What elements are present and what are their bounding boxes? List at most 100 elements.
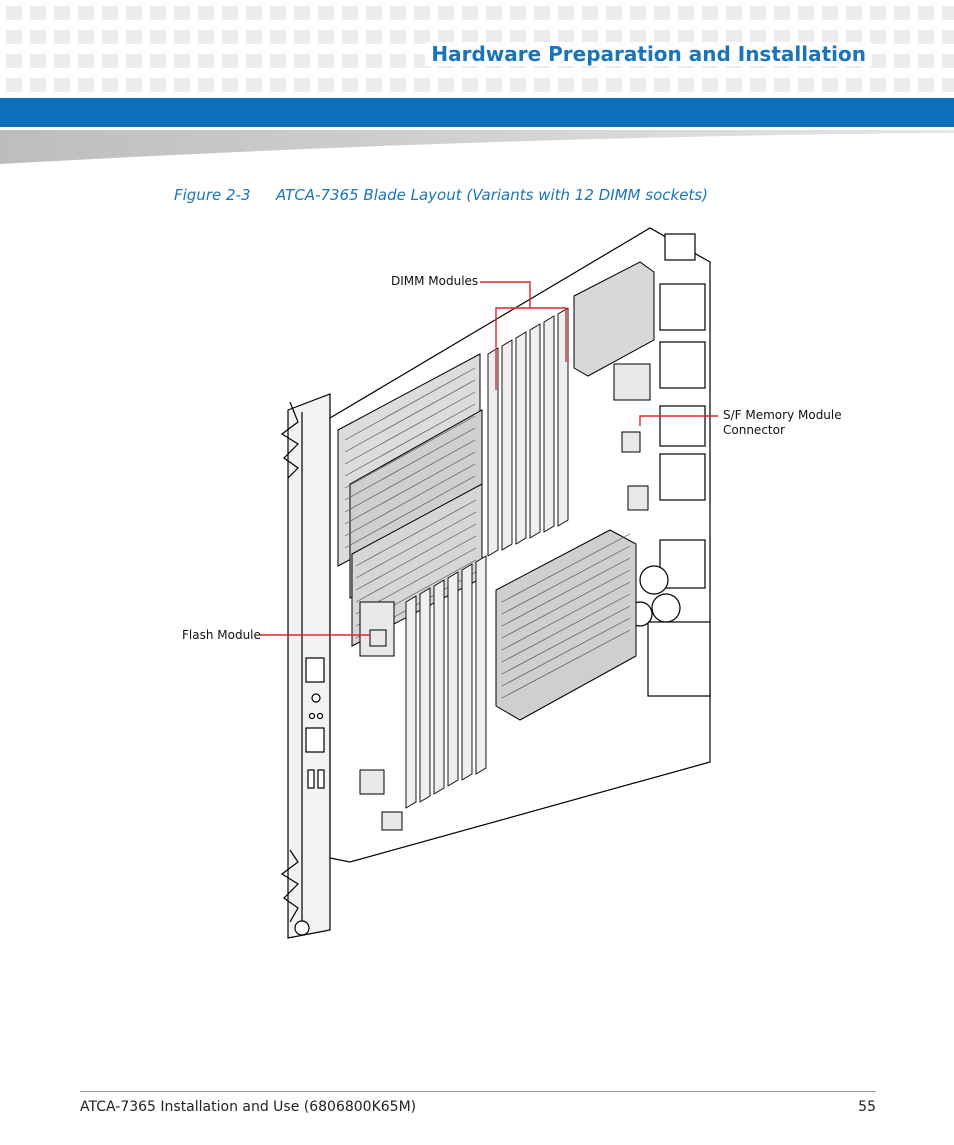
rj45-port-2 — [305, 727, 325, 753]
grid-cell — [270, 54, 286, 68]
blade-layout-figure: DIMM Modules S/F Memory Module Connector… — [170, 222, 870, 944]
grid-cell — [390, 30, 406, 44]
grid-cell — [870, 78, 886, 92]
sf-memory-label-line1: S/F Memory Module — [723, 408, 842, 422]
grid-cell — [510, 78, 526, 92]
grid-cell — [366, 30, 382, 44]
grid-cell — [102, 54, 118, 68]
dimm-sockets-lower — [405, 555, 487, 809]
grid-cell — [246, 78, 262, 92]
grid-cell — [222, 30, 238, 44]
sf-callout-line — [639, 415, 718, 426]
cpu-chip — [613, 363, 651, 401]
grid-cell — [486, 78, 502, 92]
grid-cell — [30, 78, 46, 92]
grid-cell — [6, 6, 22, 20]
footer-rule — [80, 1091, 876, 1092]
grid-cell — [582, 6, 598, 20]
grid-cell — [630, 6, 646, 20]
grid-cell — [654, 30, 670, 44]
grid-cell — [366, 78, 382, 92]
grid-cell — [510, 6, 526, 20]
grid-cell — [870, 30, 886, 44]
grid-cell — [318, 78, 334, 92]
grid-cell — [942, 54, 954, 68]
dimm-modules-label: DIMM Modules — [391, 274, 479, 288]
grid-cell — [606, 30, 622, 44]
grid-cell — [870, 6, 886, 20]
grid-cell — [30, 6, 46, 20]
grid-cell — [558, 78, 574, 92]
grid-cell — [78, 54, 94, 68]
grid-cell — [750, 78, 766, 92]
grid-cell — [798, 6, 814, 20]
heatsink-center — [495, 529, 637, 721]
grid-cell — [678, 78, 694, 92]
grid-cell — [198, 6, 214, 20]
grid-cell — [102, 78, 118, 92]
grid-cell — [846, 30, 862, 44]
grid-cell — [510, 30, 526, 44]
grid-cell — [54, 6, 70, 20]
grid-cell — [414, 30, 430, 44]
grid-cell — [246, 30, 262, 44]
grid-cell — [174, 78, 190, 92]
grid-cell — [366, 54, 382, 68]
grid-cell — [150, 78, 166, 92]
grid-cell — [918, 54, 934, 68]
grid-cell — [318, 30, 334, 44]
grid-cell — [126, 6, 142, 20]
grid-cell — [678, 30, 694, 44]
grid-cell — [822, 30, 838, 44]
grid-cell — [294, 78, 310, 92]
grid-cell — [30, 30, 46, 44]
grid-cell — [942, 30, 954, 44]
grid-cell — [894, 78, 910, 92]
grid-cell — [558, 30, 574, 44]
grid-cell — [798, 78, 814, 92]
grid-cell — [822, 78, 838, 92]
grid-cell — [678, 6, 694, 20]
header-grey-swoosh — [0, 130, 954, 164]
rj45-port-1 — [305, 657, 325, 683]
grid-cell — [78, 30, 94, 44]
grid-cell — [78, 6, 94, 20]
grid-cell — [54, 78, 70, 92]
grid-cell — [534, 6, 550, 20]
grid-cell — [534, 78, 550, 92]
grid-cell — [438, 6, 454, 20]
grid-cell — [390, 6, 406, 20]
page-header-title: Hardware Preparation and Installation — [425, 42, 872, 66]
dimm-sockets-upper — [487, 307, 569, 557]
grid-cell — [318, 6, 334, 20]
grid-cell — [486, 30, 502, 44]
grid-cell — [270, 6, 286, 20]
grid-cell — [174, 54, 190, 68]
grid-cell — [582, 78, 598, 92]
grid-cell — [726, 6, 742, 20]
grid-cell — [726, 30, 742, 44]
header-blue-band — [0, 98, 954, 127]
grid-cell — [390, 78, 406, 92]
grid-cell — [102, 6, 118, 20]
grid-cell — [846, 78, 862, 92]
flash-module-label: Flash Module — [182, 628, 261, 642]
usb-port-2 — [317, 769, 325, 789]
flash-module-chip — [359, 601, 395, 657]
grid-cell — [918, 6, 934, 20]
grid-cell — [846, 6, 862, 20]
grid-cell — [774, 6, 790, 20]
figure-number: Figure 2-3 — [174, 186, 251, 204]
grid-cell — [342, 54, 358, 68]
grid-cell — [222, 78, 238, 92]
grid-cell — [294, 6, 310, 20]
grid-cell — [222, 54, 238, 68]
grid-cell — [942, 6, 954, 20]
grid-cell — [702, 78, 718, 92]
grid-cell — [894, 54, 910, 68]
grid-cell — [702, 6, 718, 20]
grid-cell — [894, 6, 910, 20]
grid-cell — [54, 30, 70, 44]
grid-cell — [606, 78, 622, 92]
heatsink-top-right — [573, 261, 655, 377]
